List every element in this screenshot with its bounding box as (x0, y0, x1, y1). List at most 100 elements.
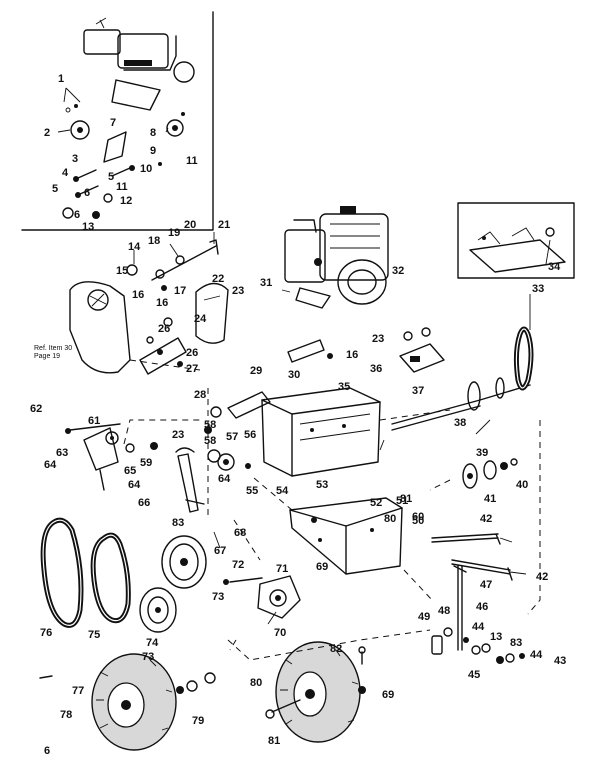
callout-72: 72 (232, 559, 244, 571)
callout-60: 60 (412, 511, 424, 523)
callout-5b: 5 (52, 183, 58, 195)
bracket-36-37 (399, 327, 445, 373)
callout-47: 47 (480, 579, 492, 591)
callout-12: 12 (120, 195, 132, 207)
left-wheel (39, 653, 216, 751)
callout-81: 81 (268, 735, 280, 747)
callout-10: 10 (140, 163, 152, 175)
callout-82: 82 (330, 643, 342, 655)
callout-24: 24 (194, 313, 207, 325)
main-chassis (261, 387, 451, 477)
callout-55: 55 (246, 485, 258, 497)
lower-frame (289, 497, 403, 575)
control-rod-cluster (126, 239, 219, 291)
callout-43: 43 (554, 655, 566, 667)
pulley-74 (139, 587, 177, 633)
right-wheel (265, 641, 366, 743)
callout-6b: 6 (74, 209, 80, 221)
callout-45: 45 (468, 669, 480, 681)
callout-38: 38 (454, 417, 466, 429)
callout-27: 27 (186, 363, 198, 375)
callout-64b: 64 (128, 479, 141, 491)
callout-15: 15 (116, 265, 128, 277)
callout-11: 11 (186, 155, 198, 167)
callout-58: 58 (204, 419, 216, 431)
callout-44b: 44 (530, 649, 543, 661)
callout-labels: 1 2 3 4 5 5 6 6 7 8 9 10 11 11 12 13 14 … (30, 73, 566, 757)
callout-46: 46 (476, 601, 488, 613)
callout-26b: 26 (186, 347, 198, 359)
callout-33: 33 (532, 283, 544, 295)
inset-bracket (103, 131, 127, 163)
callout-77: 77 (72, 685, 84, 697)
left-lever-assembly (65, 423, 158, 491)
detail-box (457, 202, 575, 279)
callout-23: 23 (232, 285, 244, 297)
belt-guard (195, 282, 229, 344)
callout-9: 9 (150, 145, 156, 157)
linkage-arm (139, 317, 187, 375)
callout-4: 4 (62, 167, 69, 179)
callout-21: 21 (218, 219, 230, 231)
callout-28: 28 (194, 389, 206, 401)
callout-37: 37 (412, 385, 424, 397)
callout-49: 49 (418, 611, 430, 623)
inset-engine (83, 17, 195, 111)
callout-83b: 83 (510, 637, 522, 649)
engine-mount-inset (21, 11, 214, 231)
callout-42b: 42 (536, 571, 548, 583)
callout-61: 61 (88, 415, 100, 427)
callout-5: 5 (108, 171, 114, 183)
callout-69: 69 (316, 561, 328, 573)
upper-frame-bracket (227, 339, 333, 419)
callout-19: 19 (168, 227, 180, 239)
callout-29: 29 (250, 365, 262, 377)
callout-67: 67 (214, 545, 226, 557)
belt-76 (40, 517, 84, 628)
callout-34: 34 (548, 261, 561, 273)
callout-1: 1 (58, 73, 64, 85)
left-axle-hardware (176, 672, 216, 694)
callout-63: 63 (56, 447, 68, 459)
callout-39: 39 (476, 447, 488, 459)
pulley-67 (161, 535, 207, 589)
callout-6: 6 (84, 187, 90, 199)
callout-20: 20 (184, 219, 196, 231)
inset-left-pulley (65, 104, 90, 140)
reference-note: Ref. Item 30 Page 19 (34, 345, 72, 360)
callout-52: 52 (370, 497, 382, 509)
callout-64c: 64 (218, 473, 231, 485)
callout-81b: 81 (400, 493, 412, 505)
callout-68: 68 (234, 527, 246, 539)
axle-rods (431, 533, 513, 581)
callout-26: 26 (158, 323, 170, 335)
callout-16: 16 (132, 289, 144, 301)
callout-80: 80 (250, 677, 262, 689)
callout-23b: 23 (372, 333, 384, 345)
engine-assembly (284, 206, 389, 309)
callout-66: 66 (138, 497, 150, 509)
callout-3: 3 (72, 153, 78, 165)
callout-80b: 80 (384, 513, 396, 525)
callout-13: 13 (82, 221, 94, 233)
callout-8: 8 (150, 127, 156, 139)
callout-18: 18 (148, 235, 160, 247)
callout-17: 17 (174, 285, 186, 297)
callout-48: 48 (438, 605, 450, 617)
callout-7: 7 (110, 117, 116, 129)
callout-57: 57 (226, 431, 238, 443)
callout-73b: 73 (142, 651, 154, 663)
callout-56: 56 (244, 429, 256, 441)
callout-74: 74 (146, 637, 159, 649)
callout-78: 78 (60, 709, 72, 721)
small-hardware (431, 627, 525, 664)
callout-2: 2 (44, 127, 50, 139)
callout-70: 70 (274, 627, 286, 639)
callout-64: 64 (44, 459, 57, 471)
inset-right-pulley (166, 112, 185, 137)
shift-lever (175, 406, 251, 513)
callout-83: 83 (172, 517, 184, 529)
callout-16b: 16 (156, 297, 168, 309)
callout-30: 30 (288, 369, 300, 381)
